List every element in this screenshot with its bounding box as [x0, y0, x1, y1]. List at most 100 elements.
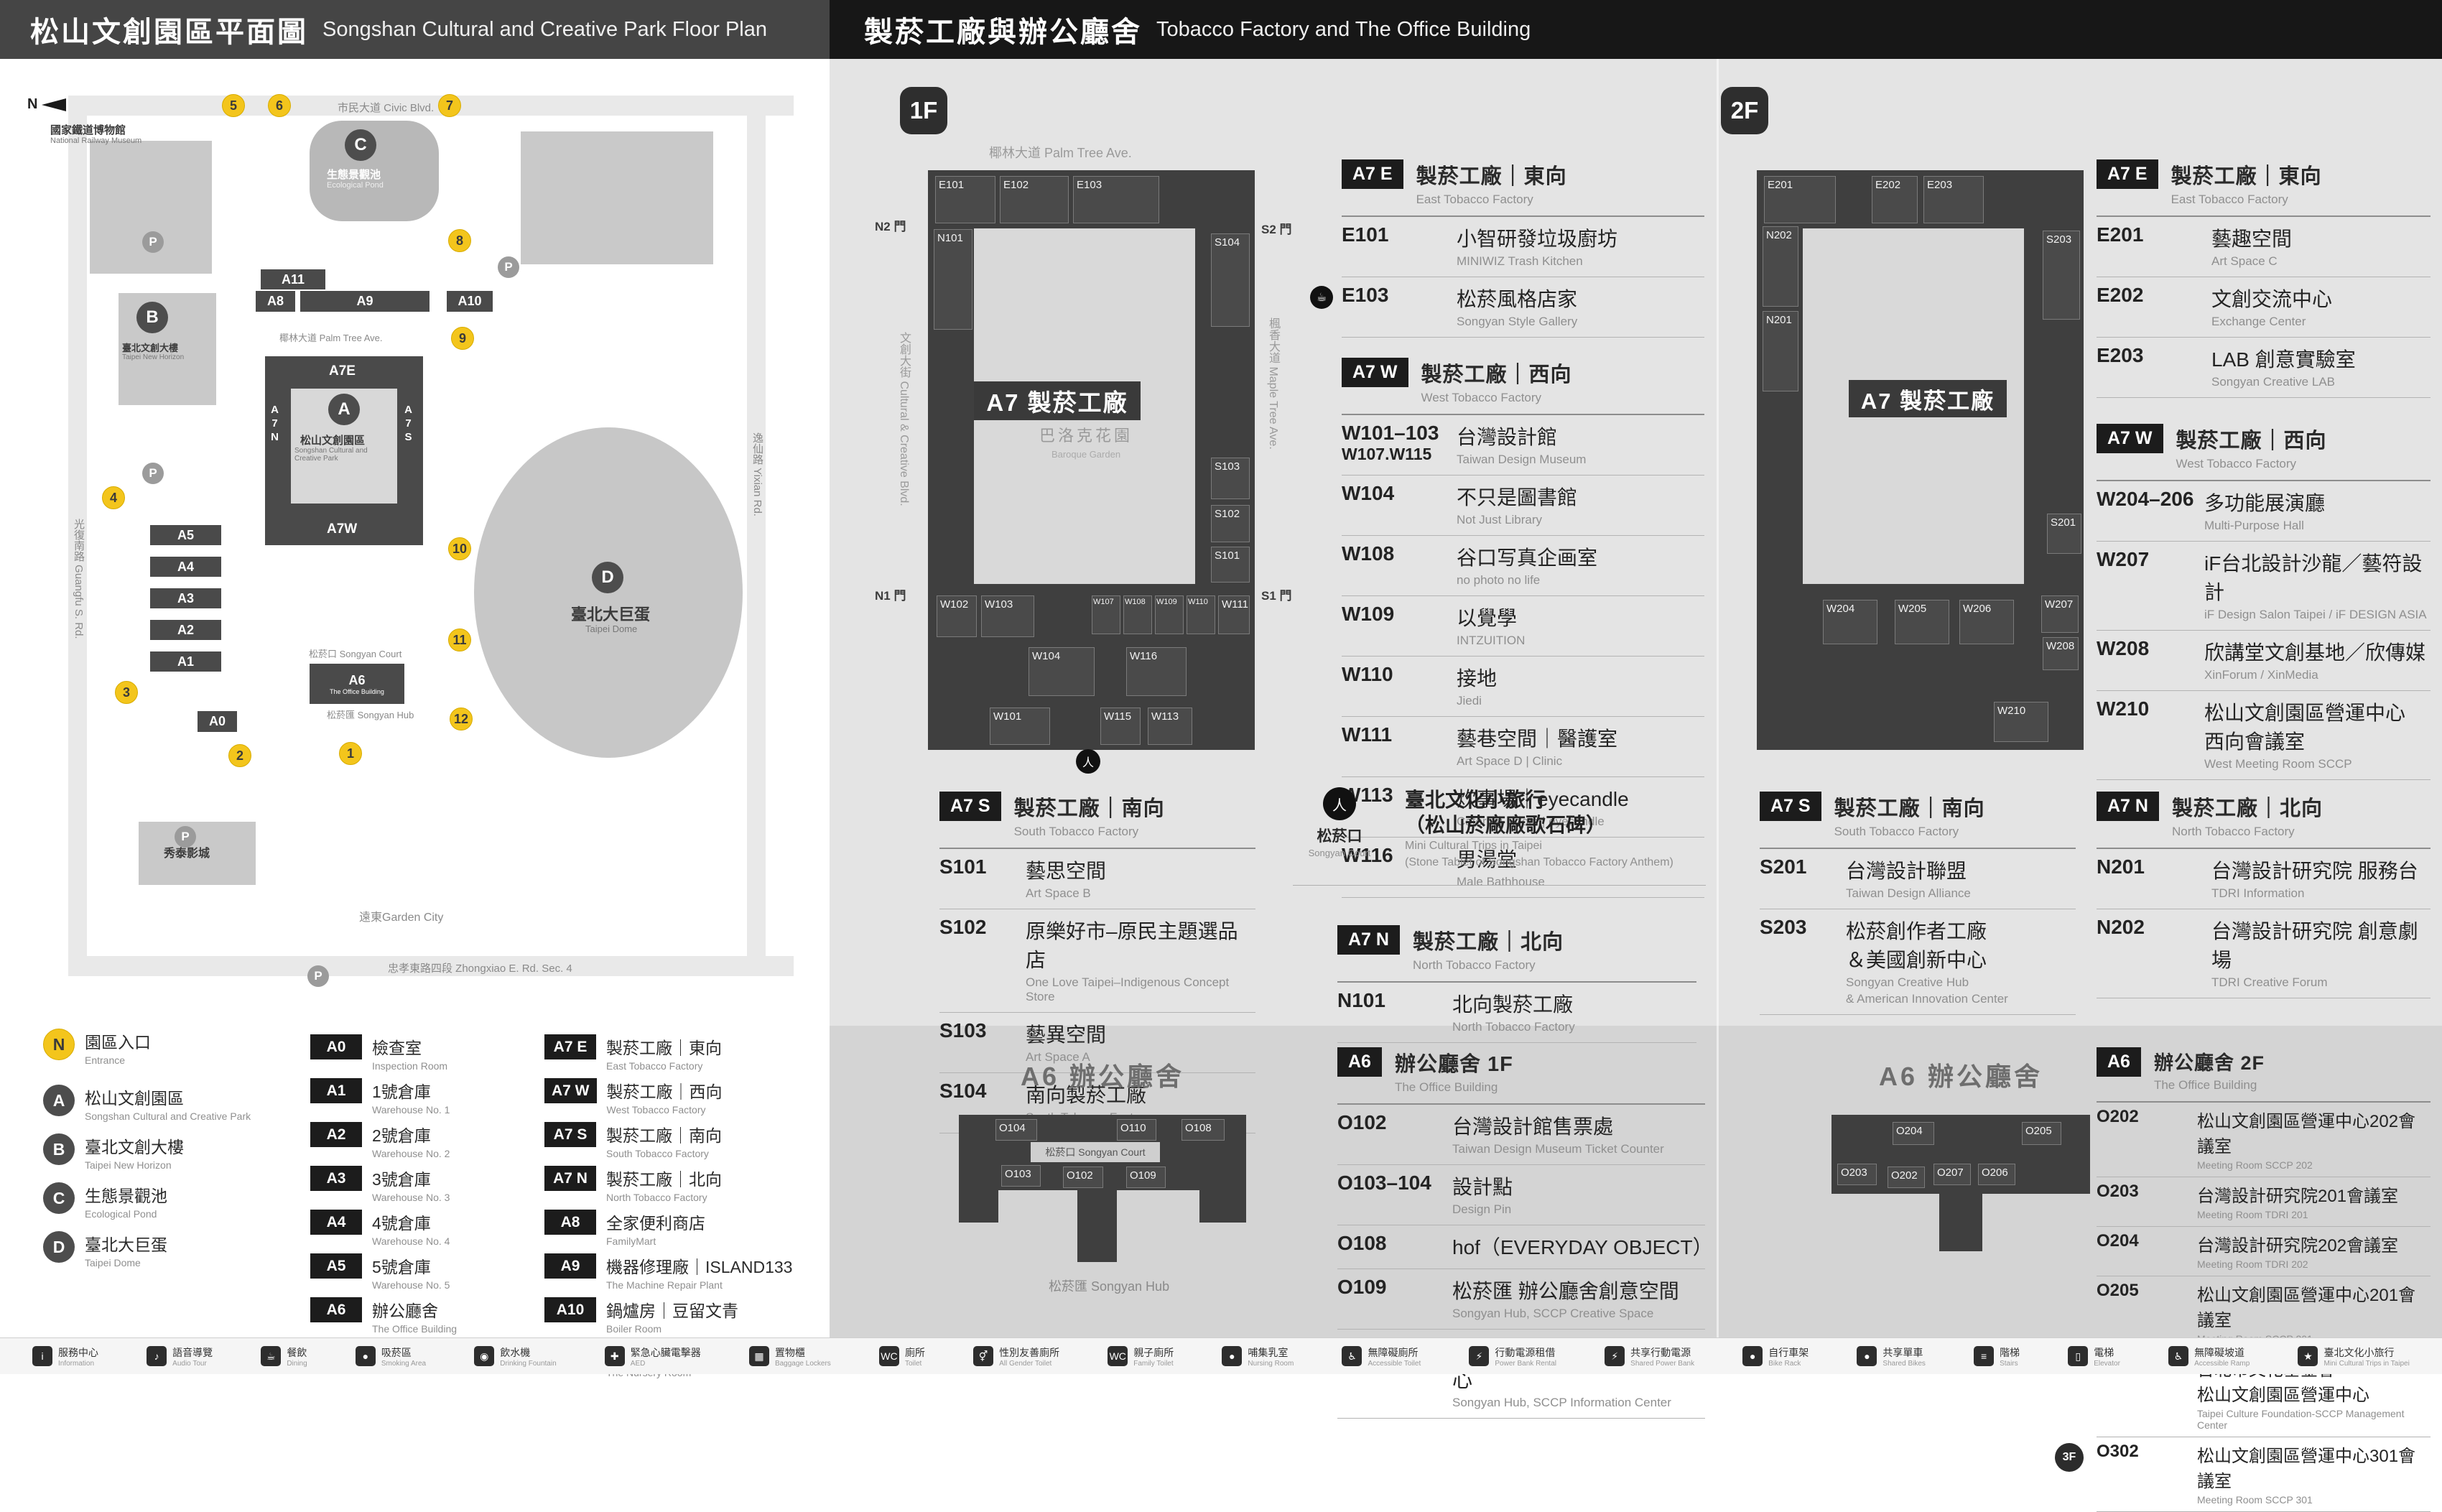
a6-court-band: 松菸口 Songyan Court	[1031, 1142, 1160, 1162]
parking-icon: P	[307, 965, 329, 987]
badge-d: D	[592, 562, 623, 593]
plan-room-w101: W101	[990, 708, 1050, 745]
room-name-en: Multi-Purpose Hall	[2204, 519, 2304, 532]
room-name-en: Taiwan Design Alliance	[1846, 886, 1971, 900]
plan-room-o206: O206	[1978, 1164, 2015, 1185]
building-code: A3	[310, 1166, 362, 1191]
section-code: A7 W	[1342, 358, 1408, 387]
room-name-en: Art Space D | Clinic	[1457, 754, 1563, 768]
room-name-en: Meeting Room SCCP 202	[2197, 1159, 2313, 1171]
street-guangfu: 光復南路 Guangfu S. Rd.	[73, 519, 85, 639]
legend-building-row: A4 4號倉庫 Warehouse No. 4	[310, 1210, 457, 1247]
room-name-zh: 男湯堂	[1457, 848, 1518, 871]
badge-c: C	[345, 129, 376, 161]
plan-room-w205: W205	[1895, 600, 1949, 644]
floorplan-a6-2f: A6 辦公廳舍 O204 O205 O203 O202 O207 O206	[1817, 1050, 2104, 1316]
legend-buildings-col2: A7 E 製菸工廠｜東向 East Tobacco Factory A7 W 製…	[544, 1034, 792, 1378]
building-code: A0	[310, 1034, 362, 1059]
left-title-zh: 松山文創園區平面圖	[30, 17, 308, 48]
plan1f-street-left: 文創大街 Cultural & Creative Blvd.	[898, 332, 910, 506]
building-code: A1	[310, 1078, 362, 1103]
room-id: E101	[1342, 223, 1389, 246]
room-id: E203	[2097, 344, 2144, 366]
entrance-marker-9: 9	[451, 327, 474, 350]
room-name-zh: hof（EVERYDAY OBJECT）	[1452, 1236, 1713, 1258]
plan-room-s101: S101	[1211, 547, 1250, 583]
legend-area-row: C 生態景觀池 Ecological Pond	[43, 1182, 251, 1220]
road-right	[747, 96, 766, 976]
section-a7w-2f: A7 W 製菸工廠｜西向 West Tobacco Factory W204–2…	[2097, 424, 2431, 780]
plan-room-w204: W204	[1823, 600, 1877, 644]
building-code: A8	[544, 1210, 596, 1235]
building-code: A7 W	[544, 1078, 597, 1103]
room-name-zh: iF台北設計沙龍／藝符設計	[2204, 552, 2423, 603]
room-id: W101–103	[1342, 422, 1439, 444]
section-title-zh: 製菸工廠｜東向	[1416, 165, 1567, 188]
plan1f-center-label: A7 製菸工廠	[974, 381, 1141, 420]
map-a11: A11	[261, 269, 325, 289]
plan-room-w103: W103	[981, 595, 1034, 637]
building-code: A10	[544, 1297, 596, 1322]
plan-room-e201: E201	[1764, 176, 1836, 223]
room-name-zh: 松菸匯 辦公廳舍創意空間	[1452, 1280, 1679, 1302]
room-name-en: Jiedi	[1457, 694, 1482, 708]
room-id: W116	[1342, 844, 1393, 866]
building-code: A7 N	[544, 1166, 596, 1191]
plan-room-s203: S203	[2043, 231, 2080, 320]
building-code: A5	[310, 1253, 362, 1279]
amenity-icon: ●	[1222, 1346, 1243, 1366]
plan-room-o202: O202	[1888, 1167, 1925, 1188]
room-id: N101	[1337, 989, 1385, 1011]
amenity-icon: ▦	[748, 1346, 769, 1366]
road-left	[68, 96, 87, 976]
street-yixian: 逸仙路 Yixian Rd.	[751, 432, 763, 516]
building-code: A2	[310, 1122, 362, 1147]
map-a7s: A7S	[402, 404, 414, 445]
amenity-icon: ◉	[474, 1346, 495, 1366]
room-name-zh: 台灣設計聯盟	[1846, 860, 1967, 882]
section-title-zh: 製菸工廠｜北向	[1412, 931, 1564, 954]
plan-room-w104: W104	[1029, 647, 1095, 696]
plan-room-e101: E101	[935, 176, 995, 223]
amenity-icon: ✚	[604, 1346, 625, 1366]
room-id: O205	[2097, 1281, 2139, 1300]
room-name-zh: 台灣設計研究院202會議室	[2197, 1236, 2399, 1256]
park-map: N 市民大道 Civic Blvd. 光復南路 Guangfu S. Rd. 逸…	[0, 59, 830, 1011]
section-code: A7 N	[2097, 792, 2159, 821]
a6-2f-plan-title: A6 辦公廳舍	[1878, 1062, 2043, 1091]
entrance-marker-5: 5	[222, 94, 245, 117]
room-name-en: Songyan Style Gallery	[1457, 315, 1578, 328]
amenity-icon: ⚥	[973, 1346, 994, 1366]
map-a7w: A7W	[327, 521, 358, 537]
map-a5: A5	[150, 525, 221, 545]
section-title-en: North Tobacco Factory	[2171, 825, 2295, 838]
room-name-en: Art Space C	[2211, 254, 2278, 268]
room-name-en: Songyan Hub, SCCP Information Center	[1452, 1396, 1671, 1409]
legend-area-row: D 臺北大巨蛋 Taipei Dome	[43, 1231, 251, 1268]
entrance-badge: N	[43, 1029, 75, 1060]
legend-building-row: A8 全家便利商店 FamilyMart	[544, 1210, 792, 1247]
plan-room-o103: O103	[1001, 1165, 1041, 1187]
plan-room-w116: W116	[1126, 647, 1187, 696]
section-code: A7 S	[1760, 792, 1821, 821]
section-a7n-2f: A7 N 製菸工廠｜北向 North Tobacco Factory N201 …	[2097, 792, 2431, 998]
room-id: S101	[939, 855, 987, 878]
entrance-marker-6: 6	[268, 94, 291, 117]
section-title-zh: 製菸工廠｜南向	[1013, 797, 1165, 820]
section-title-zh: 辦公廳舍 2F	[2153, 1052, 2265, 1074]
room-id: W104	[1342, 482, 1395, 504]
